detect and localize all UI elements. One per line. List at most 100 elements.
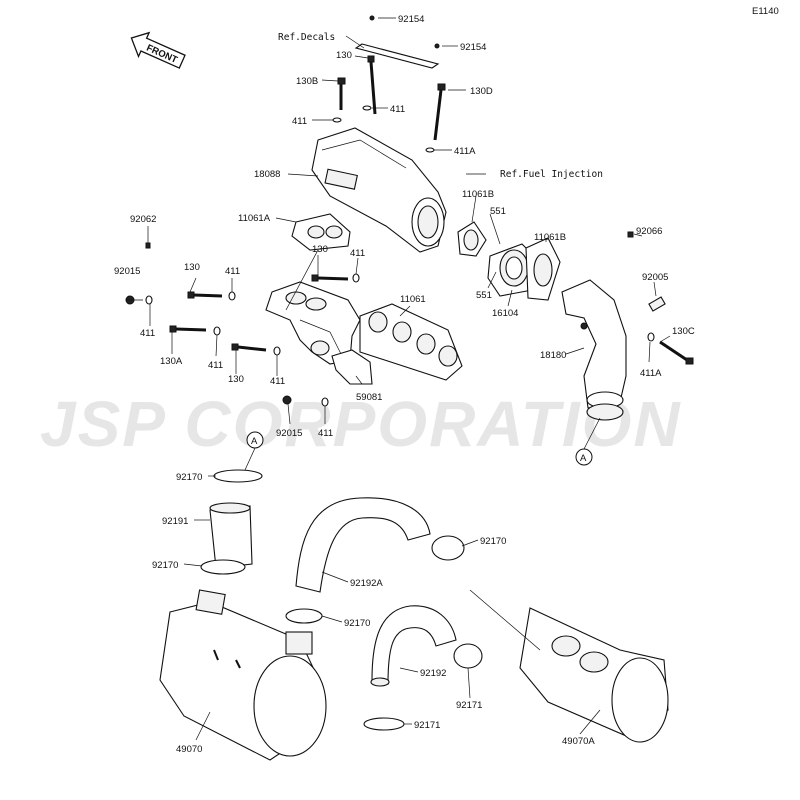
ref-decals: Ref.Decals <box>278 32 335 43</box>
callout-130d: 130D <box>470 86 493 97</box>
bracket-59081 <box>331 349 373 385</box>
exhaust-pipe-18088 <box>311 127 447 253</box>
callout-labels: Ref.Decals Ref.Fuel Injection 92154 9215… <box>114 14 695 755</box>
svg-text:A: A <box>580 453 587 464</box>
callout-551-b: 551 <box>476 290 492 301</box>
callout-92171-b: 92171 <box>414 720 440 731</box>
bolt-130-low <box>231 343 267 352</box>
callout-49070: 49070 <box>176 744 202 755</box>
gasket-11061 <box>359 303 463 381</box>
svg-text:A: A <box>251 436 258 447</box>
callout-411-e: 411 <box>318 428 333 439</box>
callout-92062: 92062 <box>130 214 156 225</box>
callout-92005: 92005 <box>642 272 668 283</box>
clamp-92170-b <box>200 559 246 575</box>
washer-411-a <box>362 105 372 111</box>
diagram-code: E1140 <box>752 6 779 17</box>
bolt-130d <box>433 83 446 141</box>
callout-59081: 59081 <box>356 392 382 403</box>
washer-411-left <box>145 295 153 305</box>
callout-18180: 18180 <box>540 350 566 361</box>
bolt-130a <box>169 325 207 333</box>
callout-11061b-2: 11061B <box>534 232 566 243</box>
clamp-92170-d <box>285 608 323 624</box>
callout-551-a: 551 <box>490 206 506 217</box>
gasket-11061a <box>291 213 351 251</box>
bolt-130c <box>659 340 694 365</box>
watermark: JSP CORPORATION <box>40 388 682 460</box>
hose-92192 <box>370 605 457 687</box>
hose-92192a <box>295 497 431 593</box>
decal-strip <box>354 43 440 69</box>
pin-92062 <box>145 242 151 249</box>
callout-130-low: 130 <box>228 374 244 385</box>
callout-130-mid2: 130 <box>312 244 328 255</box>
callout-92170-a: 92170 <box>176 472 202 483</box>
callout-411-left: 411 <box>140 328 155 339</box>
callout-411a-top: 411A <box>454 146 476 157</box>
clamp-92170-c <box>431 535 465 561</box>
clamp-92171-b <box>363 717 405 731</box>
gasket-11061b-1 <box>457 221 487 257</box>
callout-92171-a: 92171 <box>456 700 482 711</box>
clamp-92170-a <box>213 469 263 483</box>
callout-411-d: 411 <box>270 376 285 387</box>
screw-92066 <box>627 231 634 238</box>
washer-411a-right <box>647 332 655 342</box>
front-arrow-icon: FRONT <box>130 31 186 69</box>
callout-411-mid1: 411 <box>225 266 240 277</box>
marker-a-top: A <box>246 431 264 449</box>
washer-411-left-mid <box>228 291 236 301</box>
callout-130-mid1: 130 <box>184 262 200 273</box>
callout-92170-c: 92170 <box>480 536 506 547</box>
callout-11061: 11061 <box>400 294 426 305</box>
callout-92066: 92066 <box>636 226 662 237</box>
leader-lines <box>126 17 671 741</box>
plug-92015-b <box>282 395 292 405</box>
callout-11061b-1: 11061B <box>462 189 494 200</box>
washer-411-d <box>273 346 281 356</box>
exhaust-elbow-18180 <box>561 279 627 421</box>
callout-92170-d: 92170 <box>344 618 370 629</box>
callout-92154-b: 92154 <box>460 42 486 53</box>
muffler-49070 <box>159 589 327 761</box>
callout-130b: 130B <box>296 76 318 87</box>
callout-130-top: 130 <box>336 50 352 61</box>
washer-411-e <box>321 397 329 407</box>
marker-a-right: A <box>575 448 593 466</box>
callout-411-a1: 411 <box>390 104 405 115</box>
callout-92170-b: 92170 <box>152 560 178 571</box>
callout-92191: 92191 <box>162 516 188 527</box>
washer-411-b <box>332 117 342 123</box>
washer-411-c <box>213 326 221 336</box>
callout-411a-right: 411A <box>640 368 662 379</box>
sleeve-92191 <box>209 502 253 569</box>
ref-fuel-injection: Ref.Fuel Injection <box>500 169 603 180</box>
callout-92015-a: 92015 <box>114 266 140 277</box>
washer-411-mid-right <box>352 273 360 283</box>
bolt-130b <box>337 77 346 110</box>
bolt-130-left-mid <box>187 291 223 299</box>
callout-411-c: 411 <box>208 360 223 371</box>
clamp-92171-a <box>453 643 483 669</box>
callout-49070a: 49070A <box>562 736 595 747</box>
screw-92154-a <box>369 15 375 21</box>
callout-92015-b: 92015 <box>276 428 302 439</box>
callout-11061a: 11061A <box>238 213 271 224</box>
bolt-130 <box>367 55 377 115</box>
muffler-49070a <box>519 607 669 743</box>
callout-92154-a: 92154 <box>398 14 424 25</box>
washer-411a-top <box>425 147 435 153</box>
callout-130a: 130A <box>160 356 183 367</box>
callout-130c: 130C <box>672 326 695 337</box>
callout-92192: 92192 <box>420 668 446 679</box>
callout-411-mid2: 411 <box>350 248 365 259</box>
screw-92154-b <box>434 43 440 49</box>
bolt-130-mid-right <box>311 274 349 282</box>
fitting-92005 <box>648 296 666 312</box>
callout-92192a: 92192A <box>350 578 383 589</box>
callout-16104: 16104 <box>492 308 518 319</box>
gasket-11061b-2 <box>525 237 561 301</box>
callout-18088: 18088 <box>254 169 280 180</box>
